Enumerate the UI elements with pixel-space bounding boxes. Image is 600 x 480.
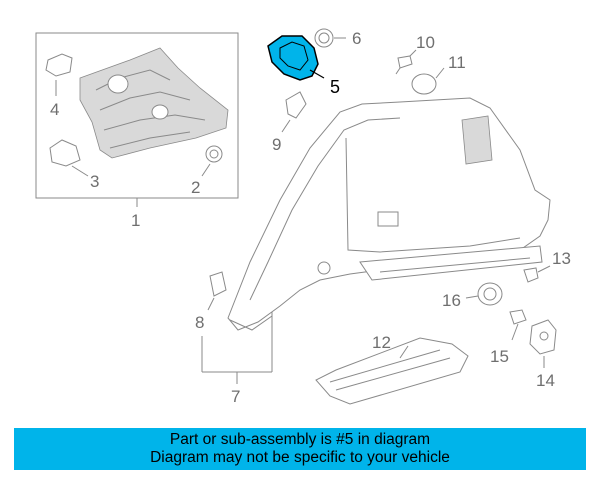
- part-12-sill-plate: [315, 337, 469, 405]
- quarter-trim-panel: [227, 97, 551, 331]
- callout-2: 2: [191, 178, 200, 197]
- inset-box-assembly-1: [35, 32, 239, 207]
- part-16-grommet: [465, 282, 503, 306]
- part-6-plug: [314, 28, 346, 48]
- callout-9: 9: [272, 135, 281, 154]
- callout-12: 12: [372, 333, 391, 352]
- callout-5: 5: [330, 77, 340, 97]
- parts-diagram: 1 2 3 4 5 6 7 8 9 10 11 12 13 14 15 16: [35, 28, 571, 406]
- part-13-screw: [523, 265, 551, 283]
- callout-16: 16: [442, 291, 461, 310]
- banner-line-2: Diagram may not be specific to your vehi…: [150, 449, 450, 466]
- callout-14: 14: [536, 371, 555, 390]
- part-8-clip: [207, 271, 227, 311]
- callout-6: 6: [352, 29, 361, 48]
- part-11-cap: [411, 67, 445, 95]
- callout-8: 8: [195, 313, 204, 332]
- callout-1: 1: [131, 211, 140, 230]
- part-15-bolt: [509, 309, 527, 341]
- callout-7: 7: [231, 387, 240, 406]
- part-3-clip: [49, 139, 81, 167]
- callout-4: 4: [50, 100, 59, 119]
- part-2-clip: [205, 145, 223, 163]
- callout-15: 15: [490, 347, 509, 366]
- callout-13: 13: [552, 249, 571, 268]
- part-4-clip: [45, 53, 73, 77]
- part-10-screw: [395, 49, 417, 75]
- callout-3: 3: [90, 172, 99, 191]
- info-banner: Part or sub-assembly is #5 in diagram Di…: [14, 428, 586, 470]
- part-9-clip: [281, 91, 307, 133]
- bracket-7: [201, 312, 273, 384]
- callout-10: 10: [416, 33, 435, 52]
- part-5-highlighted: [267, 35, 325, 81]
- banner-line-1: Part or sub-assembly is #5 in diagram: [169, 431, 431, 448]
- callout-11: 11: [448, 53, 466, 72]
- part-14-bracket: [529, 319, 557, 368]
